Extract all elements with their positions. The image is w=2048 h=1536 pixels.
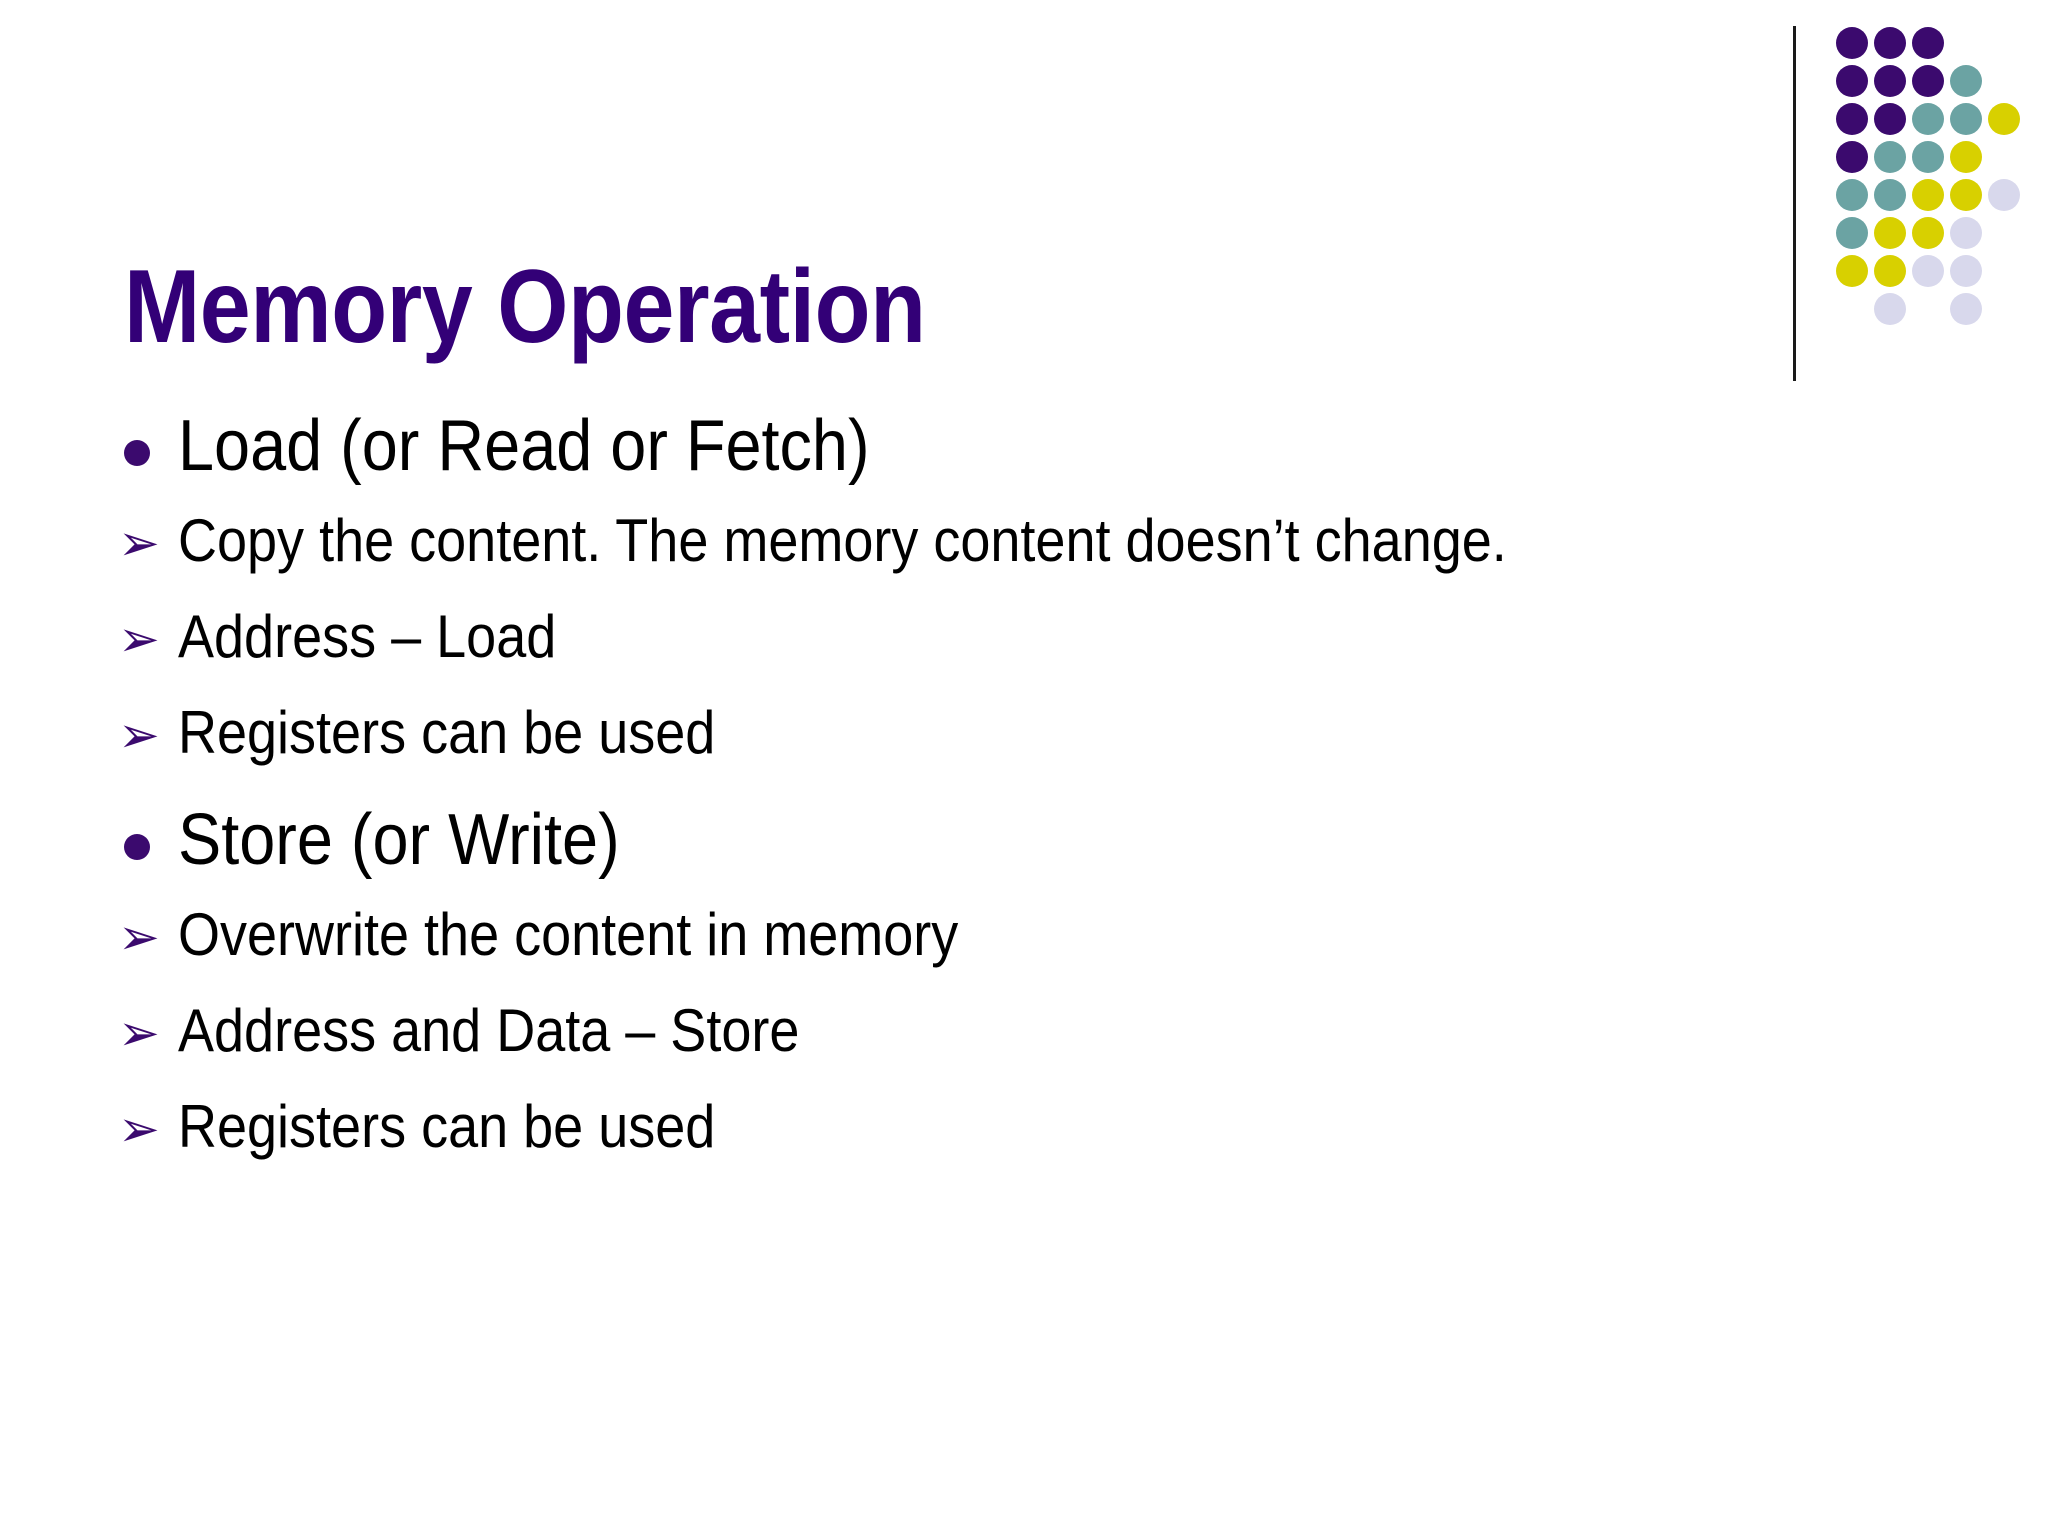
bullet-item-level-2: ➢ Address – Load — [110, 592, 1990, 688]
list-spacer — [110, 784, 1990, 792]
bullet-text: Address and Data – Store — [178, 997, 800, 1064]
logo-dot-teal — [1950, 65, 1982, 97]
logo-dot-lavender — [1874, 293, 1906, 325]
bullet-text: Overwrite the content in memory — [178, 901, 959, 968]
logo-dot-yellow — [1950, 141, 1982, 173]
bullet-item-level-2: ➢ Registers can be used — [110, 688, 1990, 784]
logo-dot-yellow — [1836, 255, 1868, 287]
logo-dot-teal — [1874, 179, 1906, 211]
bullet-item-level-2: ➢ Address and Data – Store — [110, 986, 1990, 1082]
arrow-chevron-icon: ➢ — [118, 514, 160, 572]
arrow-chevron-icon: ➢ — [118, 610, 160, 668]
logo-dot-yellow — [1950, 179, 1982, 211]
logo-dot-purple — [1874, 103, 1906, 135]
logo-dot-lavender — [1950, 217, 1982, 249]
dot-grid-logo — [1788, 18, 2048, 388]
logo-dot-purple — [1836, 103, 1868, 135]
bullet-text: Store (or Write) — [178, 800, 620, 880]
logo-dot-purple — [1874, 65, 1906, 97]
logo-dot-purple — [1912, 65, 1944, 97]
logo-dot-lavender — [1950, 293, 1982, 325]
logo-dot-lavender — [1950, 255, 1982, 287]
arrow-chevron-icon: ➢ — [118, 1004, 160, 1062]
bullet-text: Address – Load — [178, 603, 557, 670]
logo-dot-purple — [1874, 27, 1906, 59]
logo-dot-teal — [1836, 179, 1868, 211]
logo-dot-teal — [1836, 217, 1868, 249]
logo-dot-teal — [1912, 103, 1944, 135]
logo-dot-yellow — [1912, 179, 1944, 211]
logo-dot-yellow — [1912, 217, 1944, 249]
logo-dot-lavender — [1912, 255, 1944, 287]
bullet-text: Registers can be used — [178, 1093, 716, 1160]
bullet-item-level-2: ➢ Overwrite the content in memory — [110, 890, 1990, 986]
logo-dot-teal — [1950, 103, 1982, 135]
slide-title: Memory Operation — [124, 248, 926, 365]
bullet-text: Load (or Read or Fetch) — [178, 406, 870, 486]
logo-dot-purple — [1912, 27, 1944, 59]
bullet-text: Copy the content. The memory content doe… — [178, 507, 1507, 574]
bullet-text: Registers can be used — [178, 699, 716, 766]
bullet-disc-icon — [124, 834, 150, 860]
vertical-rule-divider — [1793, 26, 1796, 381]
bullet-item-level-1: Load (or Read or Fetch) — [110, 398, 1990, 496]
arrow-chevron-icon: ➢ — [118, 706, 160, 764]
logo-dot-yellow — [1874, 255, 1906, 287]
logo-dot-lavender — [1988, 179, 2020, 211]
bullet-item-level-1: Store (or Write) — [110, 792, 1990, 890]
dot-grid — [1836, 27, 2048, 357]
logo-dot-teal — [1912, 141, 1944, 173]
bullet-item-level-2: ➢ Registers can be used — [110, 1082, 1990, 1178]
logo-dot-yellow — [1988, 103, 2020, 135]
logo-dot-teal — [1874, 141, 1906, 173]
bullet-item-level-2: ➢ Copy the content. The memory content do… — [110, 496, 1990, 592]
slide-body-bullet-list: Load (or Read or Fetch) ➢ Copy the content… — [110, 398, 1990, 1178]
logo-dot-yellow — [1874, 217, 1906, 249]
logo-dot-purple — [1836, 141, 1868, 173]
arrow-chevron-icon: ➢ — [118, 1100, 160, 1158]
bullet-disc-icon — [124, 440, 150, 466]
logo-dot-purple — [1836, 27, 1868, 59]
arrow-chevron-icon: ➢ — [118, 908, 160, 966]
logo-dot-purple — [1836, 65, 1868, 97]
